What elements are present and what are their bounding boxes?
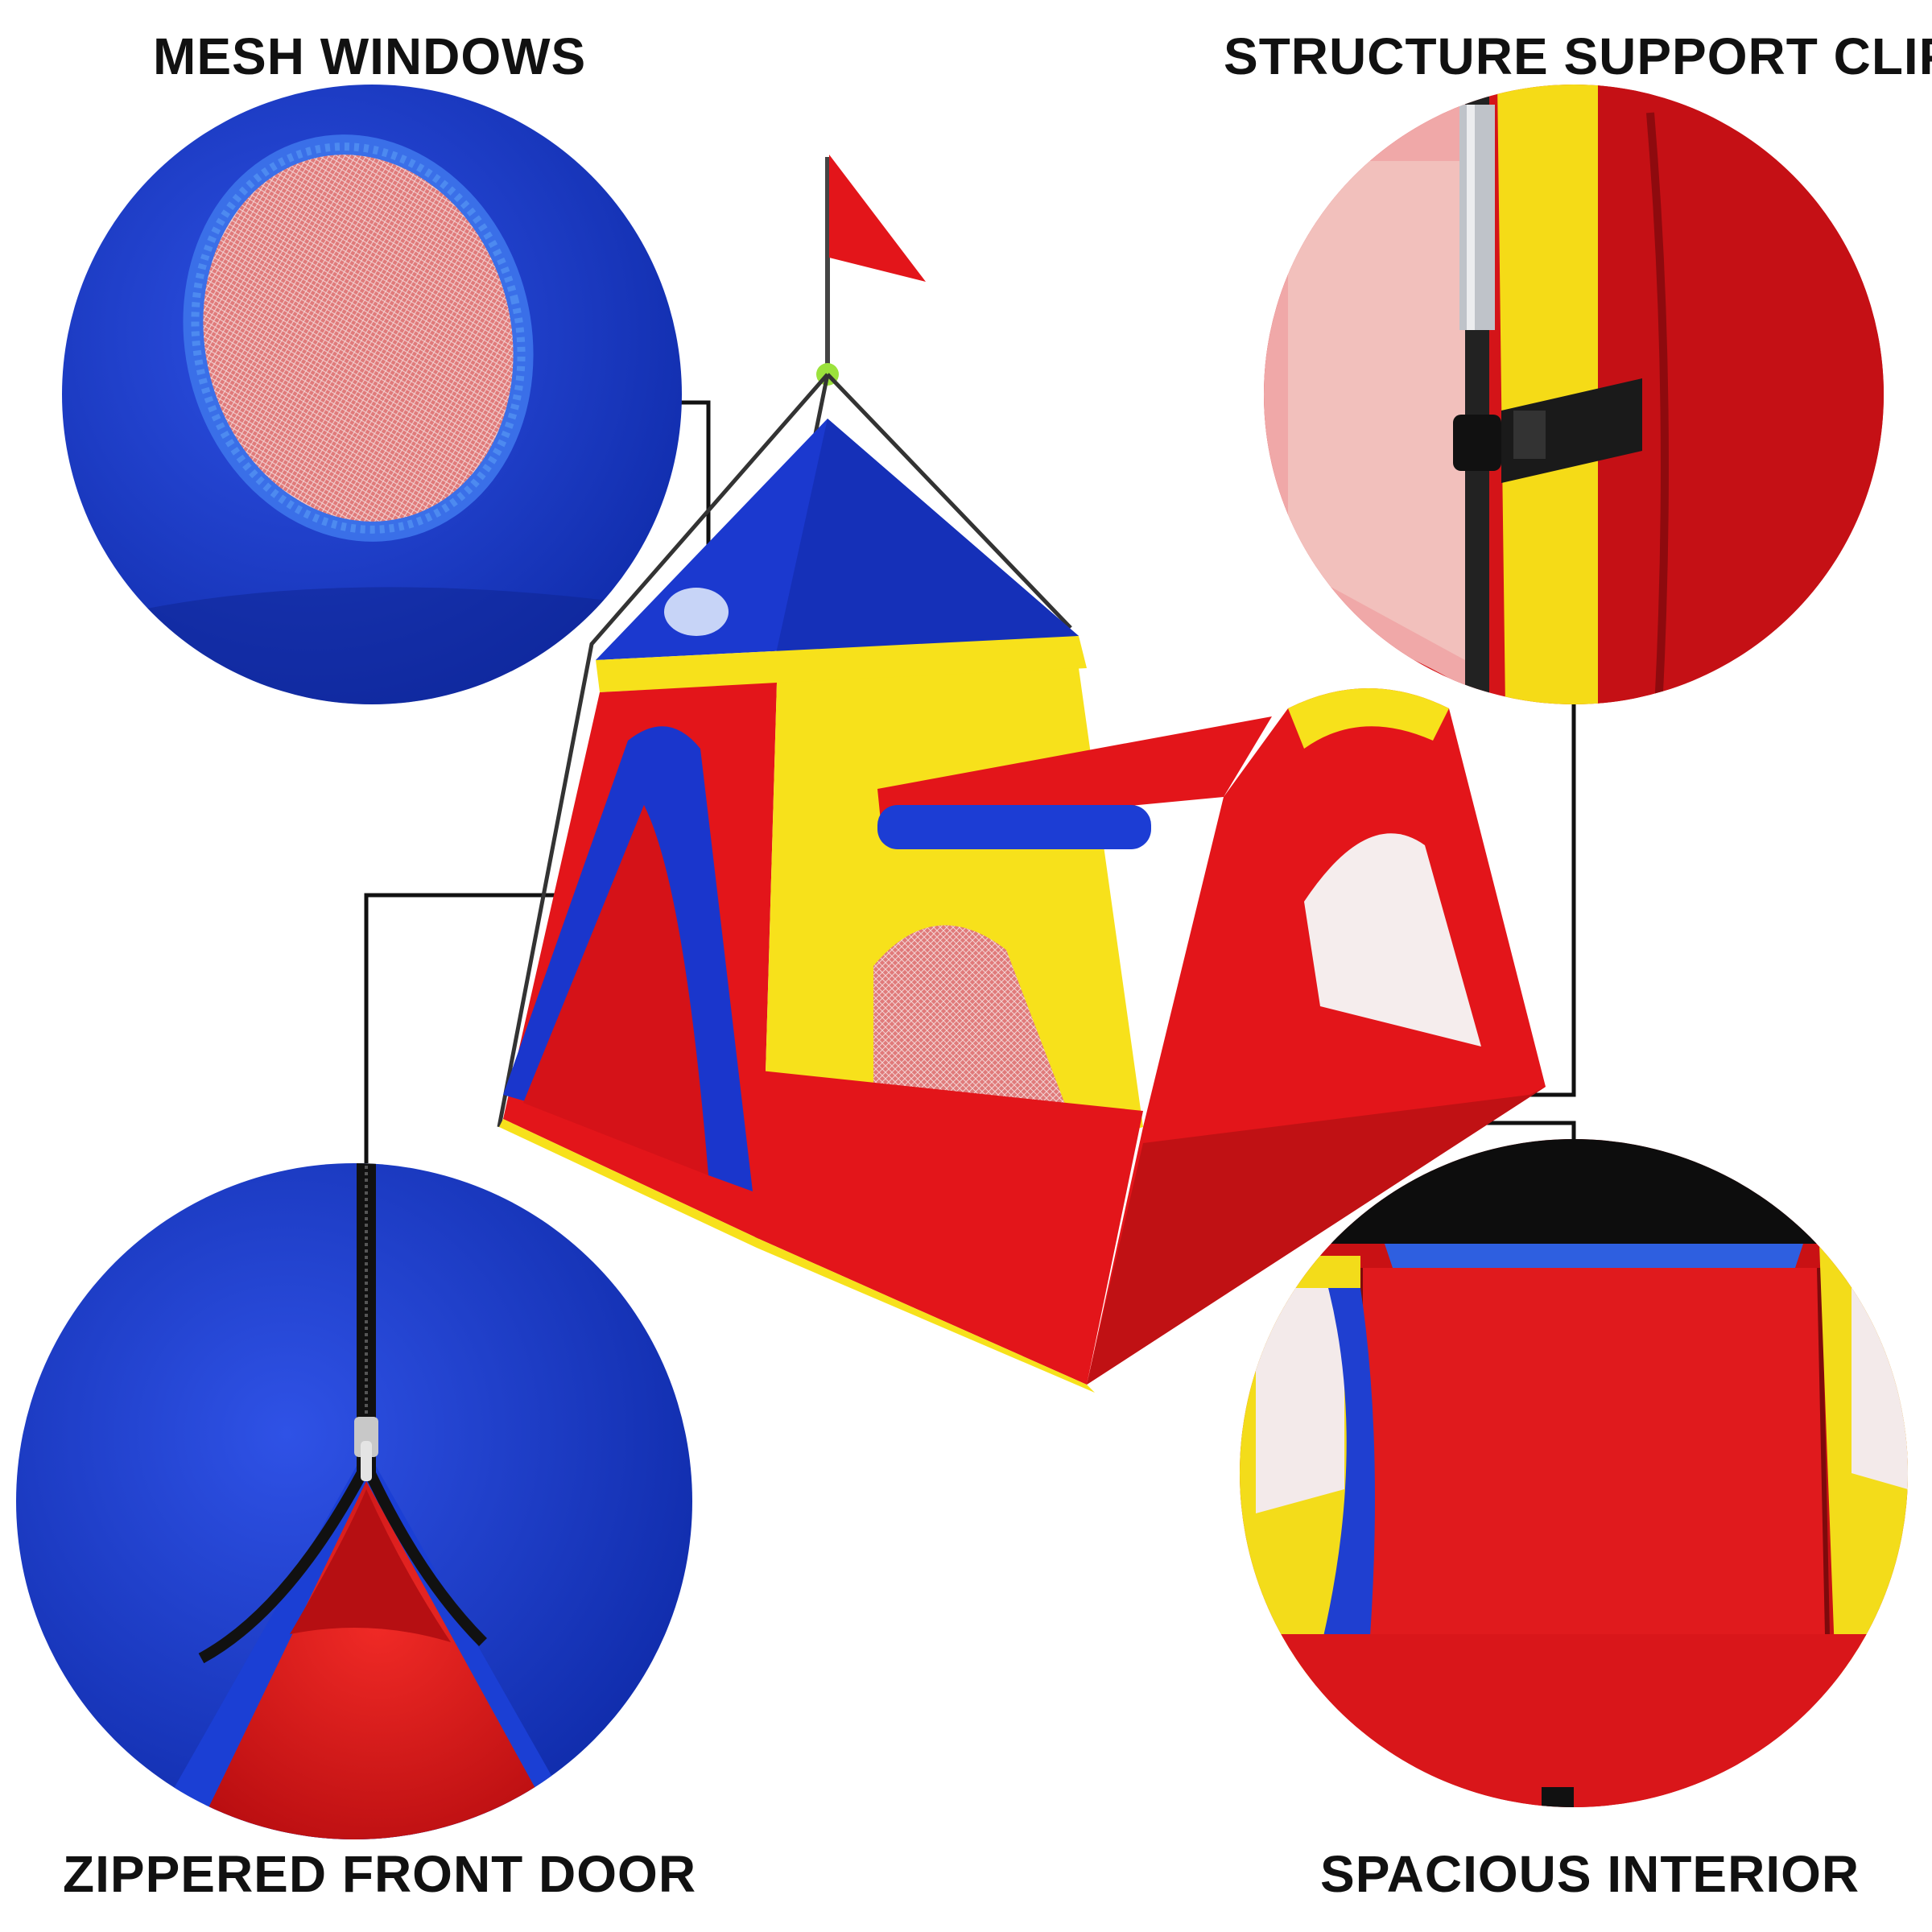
- interior-closeup: [1240, 1139, 1908, 1807]
- roof-mesh-window: [664, 588, 729, 636]
- structure-support-clips-label: STRUCTURE SUPPORT CLIPS: [1224, 27, 1932, 85]
- tent-illustration: [497, 155, 1546, 1393]
- zippered-front-door-label: ZIPPERED FRONT DOOR: [63, 1845, 697, 1903]
- mesh-windows-label: MESH WINDOWS: [153, 27, 587, 85]
- mesh-window-closeup: [62, 85, 682, 704]
- spacious-interior-label: SPACIOUS INTERIOR: [1320, 1845, 1860, 1903]
- support-clips-closeup: [1264, 85, 1884, 704]
- zippered-door-closeup: [16, 1163, 692, 1839]
- flag: [829, 155, 926, 282]
- front-mesh-window: [873, 925, 1071, 1135]
